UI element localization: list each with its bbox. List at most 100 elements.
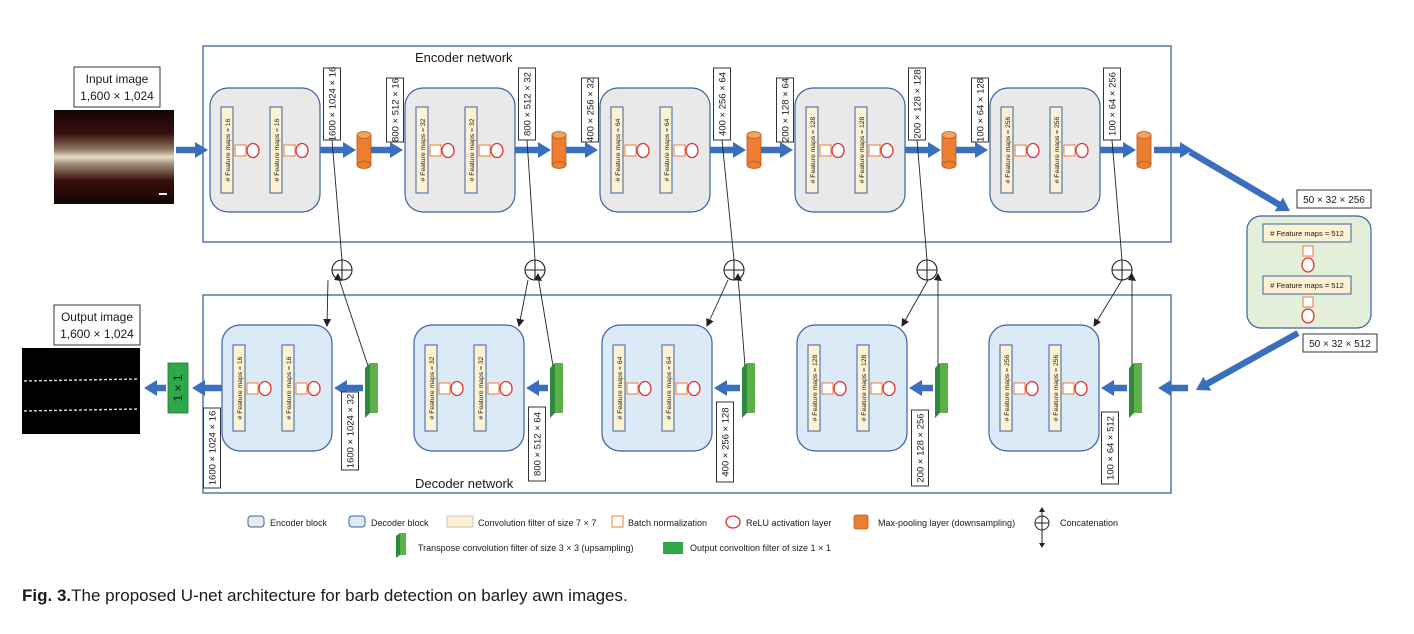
skip-2-to-decoder [516, 279, 529, 327]
figure-caption: Fig. 3.The proposed U-net architecture f… [22, 586, 628, 606]
encoder-5-conv-2 [1049, 106, 1063, 194]
encoder-2-dim: 800 × 512 × 32 [523, 72, 534, 136]
decoder-3-relu-2 [687, 380, 701, 397]
encoder-4-to-pool-arrow [905, 142, 941, 158]
decoder-4-tdim: 200 × 128 × 256 [916, 413, 927, 482]
decoder-2-tdim: 800 × 512 × 64 [533, 412, 544, 476]
decoder-network-title: Decoder network [415, 476, 514, 491]
legend-transpose-swatch [396, 533, 406, 558]
decoder-3-batchnorm-1 [626, 382, 639, 395]
decoder-5-relu-2 [1074, 380, 1088, 397]
decoder-5-up-arrowhead [1128, 273, 1136, 281]
encoder-3-relu-1 [636, 142, 650, 159]
encoder-5-relu-2 [1075, 142, 1089, 159]
encoder-4-maxpool-body [941, 134, 957, 166]
decoder-1-transpose [365, 363, 378, 418]
skip-5-to-decoder [1093, 279, 1123, 327]
encoder-2-batchnorm-2 [478, 144, 491, 157]
encoder-5-conv-1 [1000, 106, 1014, 194]
concat-1 [331, 259, 353, 281]
encoder-5-to-pool-arrow [1100, 142, 1136, 158]
encoder-1-maxpool-bottom [356, 161, 372, 169]
legend-conv-swatch [446, 515, 474, 528]
encoder-4-conv-2 [854, 106, 868, 194]
decoder-1-relu-1 [258, 380, 272, 397]
bottleneck-relu-1 [1301, 257, 1315, 273]
decoder-1-dim: 1600 × 1024 × 16 [208, 411, 219, 486]
decoder-2-tdim-box [528, 406, 546, 482]
encoder-3-batchnorm-2 [673, 144, 686, 157]
decoder-3-batchnorm-2 [675, 382, 688, 395]
decoder-2-up-arrowhead [534, 273, 542, 281]
legend-concat-swatch [1034, 507, 1050, 548]
decoder-5-conv-2 [1048, 344, 1062, 432]
legend-transpose-label: Transpose convolution filter of size 3 ×… [418, 543, 634, 553]
encoder-4-maxpool [941, 131, 957, 169]
decoder-5-conv-1 [999, 344, 1013, 432]
bottleneck-fm-2: # Feature maps = 512 [1270, 281, 1344, 290]
decoder-2-transpose [550, 363, 563, 418]
decoder-4-tdim-box [911, 409, 929, 487]
decoder-3-transpose-face [747, 363, 755, 413]
encoder-4-fm-label-2: # Feature maps = 128 [859, 116, 866, 183]
encoder-5-relu-1 [1026, 142, 1040, 159]
bottleneck-batchnorm-1 [1302, 245, 1314, 257]
input-image [54, 110, 174, 204]
encoder-2-maxpool [551, 131, 567, 169]
encoder-2-pool-dim: 400 × 256 × 32 [586, 78, 597, 142]
encoder-4-dim: 200 × 128 × 128 [913, 69, 924, 138]
decoder-5-tdim: 100 × 64 × 512 [1106, 416, 1117, 480]
legend-batchnorm-swatch [611, 515, 624, 528]
decoder-3-up-arrowhead [734, 273, 742, 281]
skip-3-to-decoder [706, 279, 729, 327]
encoder-1-to-pool-arrow [320, 142, 356, 158]
decoder-2-conv-2 [473, 344, 487, 432]
decoder-4-in-arrow [909, 380, 933, 396]
legend-encoder-label: Encoder block [270, 518, 328, 528]
bottleneck-to-decoder-5-arrow [1158, 380, 1188, 396]
legend-encoder-swatch [247, 515, 265, 528]
decoder-1-batchnorm-2 [295, 382, 308, 395]
decoder-1-dim-box [203, 407, 221, 489]
decoder-1-fm-label-1: # Feature maps = 16 [237, 356, 244, 419]
concat-2 [524, 259, 546, 281]
decoder-4-batchnorm-1 [821, 382, 834, 395]
decoder-5-transpose [1129, 363, 1142, 418]
decoder-3-fm-label-2: # Feature maps = 64 [666, 356, 673, 419]
decoder-1-batchnorm-1 [246, 382, 259, 395]
encoder-1-pool-dim: 800 × 512 × 16 [391, 78, 402, 142]
decoder-2-conv-1 [424, 344, 438, 432]
encoder-1-fm-label-1: # Feature maps = 16 [225, 118, 232, 181]
encoder-2-relu-2 [490, 142, 504, 159]
encoder-5-dim: 100 × 64 × 256 [1108, 72, 1119, 136]
from-bottleneck-arrow [1196, 330, 1300, 391]
encoder-1-conv-2 [269, 106, 283, 194]
decoder-1-tdim-box [341, 391, 359, 471]
encoder-5-batchnorm-2 [1063, 144, 1076, 157]
skip-1-link [331, 139, 343, 261]
encoder-2-conv-2 [464, 106, 478, 194]
decoder-1-conv-1 [232, 344, 246, 432]
output-filter [167, 362, 189, 414]
encoder-3-batchnorm-1 [624, 144, 637, 157]
encoder-network-title: Encoder network [415, 50, 513, 65]
encoder-1-pool-dim-box [386, 77, 404, 143]
legend-batchnorm-label: Batch normalization [628, 518, 707, 528]
encoder-1-to-next-arrow [371, 142, 403, 158]
encoder-5-fm-label-1: # Feature maps = 256 [1005, 116, 1012, 183]
encoder-3-maxpool-body [746, 134, 762, 166]
decoder-1-conv-2 [281, 344, 295, 432]
decoder-5-in-arrow [1101, 380, 1127, 396]
encoder-3-maxpool [746, 131, 762, 169]
encoder-2-batchnorm-1 [429, 144, 442, 157]
output-image-title: Output image [61, 310, 133, 324]
decoder-3-block [601, 324, 713, 452]
bottleneck-in-dim-box [1296, 189, 1372, 209]
decoder-2-fm-label-1: # Feature maps = 32 [429, 356, 436, 419]
input-image-size: 1,600 × 1,024 [80, 89, 154, 103]
decoder-1-transpose-face [370, 363, 378, 413]
encoder-4-conv-1 [805, 106, 819, 194]
encoder-5-batchnorm-1 [1014, 144, 1027, 157]
figure-caption-text: The proposed U-net architecture for barb… [71, 586, 628, 605]
decoder-2-relu-1 [450, 380, 464, 397]
